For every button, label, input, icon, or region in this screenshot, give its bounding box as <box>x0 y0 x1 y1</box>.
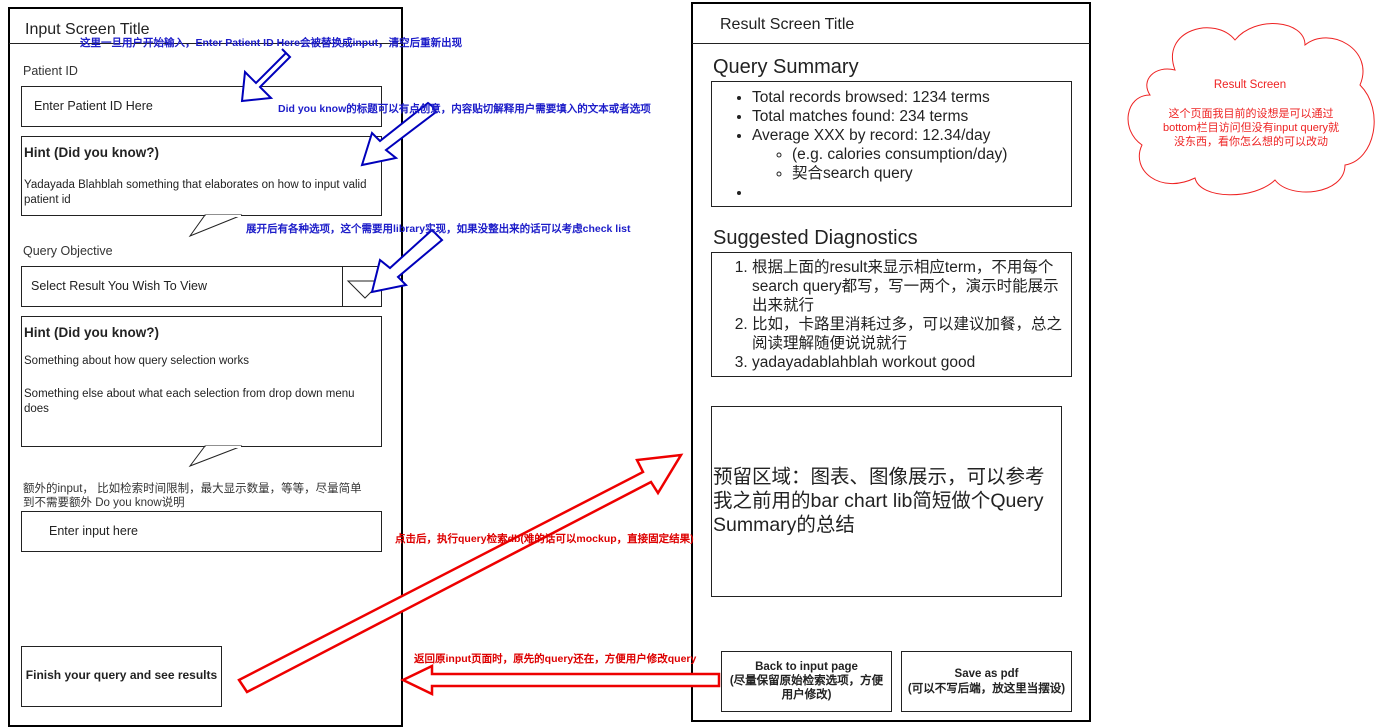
extra-input-label: 额外的input， 比如检索时间限制，最大显示数量，等等，尽量简单到不需要额外 … <box>23 483 362 509</box>
save-button-label: Save as pdf <box>954 668 1019 680</box>
patient-id-label: Patient ID <box>23 64 78 78</box>
query-summary-box: Total records browsed: 1234 terms Total … <box>711 81 1072 207</box>
reserved-chart-area: 预留区域：图表、图像展示，可以参考我之前用的bar chart lib简短做个Q… <box>711 406 1062 597</box>
patient-id-input[interactable]: Enter Patient ID Here <box>21 86 382 127</box>
hint-box-patient: Hint (Did you know?) Yadayada Blahblah s… <box>21 136 382 216</box>
summary-item: Average XXX by record: 12.34/day (e.g. c… <box>752 126 1071 183</box>
patient-id-placeholder: Enter Patient ID Here <box>34 99 153 113</box>
red-arrow-forward <box>237 453 684 694</box>
finish-query-button-label: Finish your query and see results <box>25 668 218 682</box>
query-summary-title: Query Summary <box>713 56 859 78</box>
diagnostics-item: 根据上面的result来显示相应term，不用每个search query都写，… <box>752 258 1071 315</box>
blue-arrow-3 <box>370 228 444 294</box>
cloud-body: 这个页面我目前的设想是可以通过bottom栏目访问但没有input query就… <box>1162 108 1340 148</box>
hint-body: Yadayada Blahblah something that elabora… <box>24 179 367 206</box>
hint-tail-1 <box>188 214 243 238</box>
annotation-return-input: 返回原input页面时，原先的query还在，方便用户修改query <box>414 653 697 665</box>
diagnostics-box: 根据上面的result来显示相应term，不用每个search query都写，… <box>711 252 1072 377</box>
cloud-shape <box>1127 23 1375 196</box>
summary-sub-item: (e.g. calories consumption/day) <box>792 145 1071 164</box>
diagnostics-item: 比如，卡路里消耗过多，可以建议加餐，总之阅读理解随便说说就行 <box>752 315 1071 353</box>
summary-sub-list: (e.g. calories consumption/day) 契合search… <box>752 145 1071 183</box>
save-button-note: (可以不写后端，放这里当摆设) <box>907 683 1066 695</box>
result-title-divider <box>692 43 1090 44</box>
hint-title: Hint (Did you know?) <box>24 325 159 340</box>
annotation-dropdown-library: 展开后有各种选项，这个需要用library实现，如果没整出来的话可以考虑chec… <box>246 223 631 235</box>
hint-title: Hint (Did you know?) <box>24 145 159 160</box>
input-screen-title: Input Screen Title <box>25 21 150 38</box>
hint-tail-2 <box>188 445 243 468</box>
extra-input-placeholder: Enter input here <box>49 524 138 538</box>
finish-query-button[interactable]: Finish your query and see results <box>21 646 222 707</box>
query-objective-select[interactable]: Select Result You Wish To View <box>21 266 382 307</box>
suggested-diagnostics-title: Suggested Diagnostics <box>713 227 918 249</box>
annotation-input-replace: 这里一旦用户开始输入，Enter Patient ID Here会被替换成inp… <box>80 37 463 49</box>
diagnostics-item: yadayadablahblah workout good <box>752 353 1071 372</box>
annotation-hint-creative: Did you know的标题可以有点创意，内容贴切解释用户需要填入的文本或者选… <box>278 103 651 115</box>
result-screen-title: Result Screen Title <box>720 16 855 33</box>
summary-item: Total records browsed: 1234 terms <box>752 88 1071 107</box>
extra-input-field[interactable]: Enter input here <box>21 511 382 552</box>
red-arrow-back <box>400 664 721 696</box>
hint-box-query: Hint (Did you know?) Something about how… <box>21 316 382 447</box>
query-objective-label: Query Objective <box>23 244 113 258</box>
dropdown-divider <box>342 267 343 306</box>
summary-list: Total records browsed: 1234 terms Total … <box>712 88 1071 202</box>
input-title-divider <box>9 43 401 44</box>
blue-arrow-1 <box>240 48 292 103</box>
blue-arrow-2 <box>360 101 438 167</box>
diagnostics-list: 根据上面的result来显示相应term，不用每个search query都写，… <box>712 258 1071 372</box>
hint-body: Something else about what each selection… <box>24 388 355 415</box>
back-button-note: (尽量保留原始检索选项，方便用户修改) <box>729 675 884 701</box>
annotation-execute-query: 点击后，执行query检索db(难的话可以mockup，直接固定结果) <box>395 533 694 545</box>
hint-body: Something about how query selection work… <box>24 355 250 367</box>
summary-item-text: Average XXX by record: 12.34/day <box>752 127 991 144</box>
save-pdf-button[interactable]: Save as pdf (可以不写后端，放这里当摆设) <box>901 651 1072 712</box>
summary-sub-item: 契合search query <box>792 164 1071 183</box>
cloud-title: Result Screen <box>1213 79 1287 91</box>
back-button-label: Back to input page <box>755 661 858 673</box>
reserved-area-text: 预留区域：图表、图像展示，可以参考我之前用的bar chart lib简短做个Q… <box>713 466 1045 536</box>
select-placeholder: Select Result You Wish To View <box>31 279 208 293</box>
back-to-input-button[interactable]: Back to input page (尽量保留原始检索选项，方便用户修改) <box>721 651 892 712</box>
summary-item: Total matches found: 234 terms <box>752 107 1071 126</box>
